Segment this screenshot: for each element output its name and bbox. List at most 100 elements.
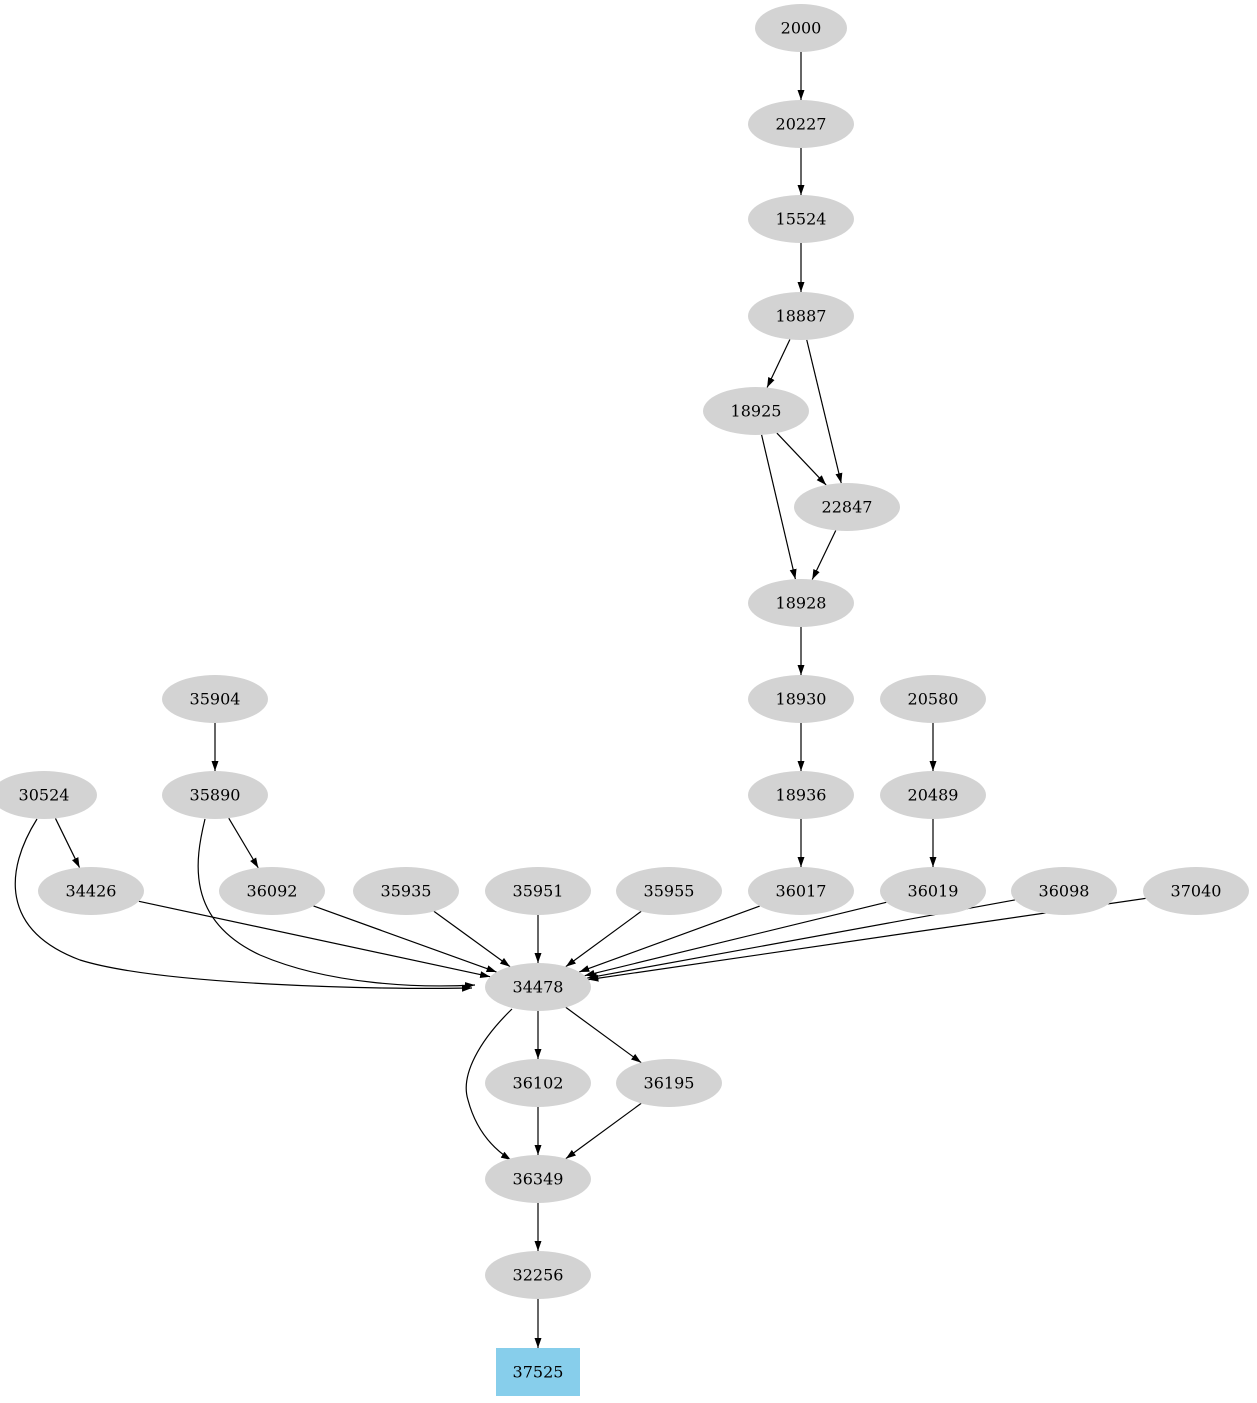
node-label: 20580 bbox=[908, 690, 959, 709]
node-ellipse bbox=[748, 292, 854, 340]
node-label: 20489 bbox=[908, 786, 959, 805]
node-ellipse bbox=[353, 867, 459, 915]
node-ellipse bbox=[880, 771, 986, 819]
node-ellipse bbox=[162, 675, 268, 723]
node-label: 35955 bbox=[644, 882, 695, 901]
node-15524[interactable]: 15524 bbox=[748, 195, 854, 243]
node-label: 18887 bbox=[776, 307, 827, 326]
node-ellipse bbox=[485, 1251, 591, 1299]
node-label: 30524 bbox=[19, 786, 70, 805]
edge-36019-to-34478 bbox=[584, 901, 887, 977]
node-30524[interactable]: 30524 bbox=[0, 771, 97, 819]
node-label: 15524 bbox=[776, 210, 827, 229]
node-label: 37525 bbox=[513, 1363, 564, 1382]
node-20227[interactable]: 20227 bbox=[748, 100, 854, 148]
node-label: 34478 bbox=[513, 978, 564, 997]
node-ellipse bbox=[880, 675, 986, 723]
node-ellipse bbox=[755, 4, 847, 52]
node-label: 35890 bbox=[190, 786, 241, 805]
node-32256[interactable]: 32256 bbox=[485, 1251, 591, 1299]
node-label: 36098 bbox=[1039, 882, 1090, 901]
node-18928[interactable]: 18928 bbox=[748, 579, 854, 627]
node-label: 36102 bbox=[513, 1074, 564, 1093]
node-label: 36195 bbox=[644, 1074, 695, 1093]
node-35951[interactable]: 35951 bbox=[485, 867, 591, 915]
node-35935[interactable]: 35935 bbox=[353, 867, 459, 915]
node-label: 37040 bbox=[1171, 882, 1222, 901]
node-label: 35935 bbox=[381, 882, 432, 901]
node-label: 18930 bbox=[776, 690, 827, 709]
node-36349[interactable]: 36349 bbox=[485, 1155, 591, 1203]
node-label: 34426 bbox=[66, 882, 117, 901]
node-ellipse bbox=[485, 1059, 591, 1107]
node-36195[interactable]: 36195 bbox=[616, 1059, 722, 1107]
edge-36092-to-34478 bbox=[313, 905, 497, 973]
edge-30524-to-34426 bbox=[54, 818, 81, 868]
edge-35890-to-34478 bbox=[197, 818, 476, 990]
edge-22847-to-18928 bbox=[811, 530, 837, 580]
node-ellipse bbox=[703, 387, 809, 435]
node-35890[interactable]: 35890 bbox=[162, 771, 268, 819]
node-36092[interactable]: 36092 bbox=[219, 867, 325, 915]
node-label: 35904 bbox=[190, 690, 241, 709]
node-ellipse bbox=[485, 963, 591, 1011]
node-ellipse bbox=[748, 100, 854, 148]
target-node-box bbox=[496, 1348, 580, 1396]
node-18925[interactable]: 18925 bbox=[703, 387, 809, 435]
node-2000[interactable]: 2000 bbox=[755, 4, 847, 52]
node-label: 36092 bbox=[247, 882, 298, 901]
node-18930[interactable]: 18930 bbox=[748, 675, 854, 723]
node-35904[interactable]: 35904 bbox=[162, 675, 268, 723]
edge-35935-to-34478 bbox=[433, 910, 511, 968]
edge-36017-to-34478 bbox=[579, 905, 760, 973]
node-label: 36019 bbox=[908, 882, 959, 901]
edge-30524-to-34478 bbox=[14, 818, 473, 992]
nodes-layer: 2000 20227 15524 18887 18925 22847 18928 18930 2… bbox=[0, 4, 1249, 1396]
node-label: 32256 bbox=[513, 1266, 564, 1285]
node-ellipse bbox=[1011, 867, 1117, 915]
node-35955[interactable]: 35955 bbox=[616, 867, 722, 915]
edge-35955-to-34478 bbox=[565, 910, 642, 968]
node-ellipse bbox=[1143, 867, 1249, 915]
node-label: 20227 bbox=[776, 115, 827, 134]
edge-18887-to-22847 bbox=[806, 339, 843, 484]
node-ellipse bbox=[219, 867, 325, 915]
node-label: 18928 bbox=[776, 594, 827, 613]
node-ellipse bbox=[162, 771, 268, 819]
node-20489[interactable]: 20489 bbox=[880, 771, 986, 819]
node-label: 22847 bbox=[822, 498, 873, 517]
node-ellipse bbox=[748, 867, 854, 915]
node-ellipse bbox=[616, 867, 722, 915]
node-36102[interactable]: 36102 bbox=[485, 1059, 591, 1107]
edge-18925-to-22847 bbox=[776, 432, 827, 486]
node-ellipse bbox=[880, 867, 986, 915]
node-18887[interactable]: 18887 bbox=[748, 292, 854, 340]
node-label: 36349 bbox=[513, 1170, 564, 1189]
node-ellipse bbox=[794, 483, 900, 531]
node-34478[interactable]: 34478 bbox=[485, 963, 591, 1011]
node-ellipse bbox=[485, 1155, 591, 1203]
node-34426[interactable]: 34426 bbox=[38, 867, 144, 915]
node-36019[interactable]: 36019 bbox=[880, 867, 986, 915]
node-label: 18925 bbox=[731, 402, 782, 421]
node-20580[interactable]: 20580 bbox=[880, 675, 986, 723]
node-label: 35951 bbox=[513, 882, 564, 901]
node-36098[interactable]: 36098 bbox=[1011, 867, 1117, 915]
edge-34478-to-36195 bbox=[565, 1006, 642, 1064]
edge-36195-to-36349 bbox=[565, 1102, 642, 1160]
node-37040[interactable]: 37040 bbox=[1143, 867, 1249, 915]
node-ellipse bbox=[748, 579, 854, 627]
edge-18887-to-18925 bbox=[766, 339, 791, 388]
node-ellipse bbox=[748, 675, 854, 723]
node-ellipse bbox=[748, 195, 854, 243]
node-ellipse bbox=[616, 1059, 722, 1107]
node-18936[interactable]: 18936 bbox=[748, 771, 854, 819]
node-36017[interactable]: 36017 bbox=[748, 867, 854, 915]
node-37525[interactable]: 37525 bbox=[496, 1348, 580, 1396]
node-22847[interactable]: 22847 bbox=[794, 483, 900, 531]
node-label: 18936 bbox=[776, 786, 827, 805]
edge-18925-to-18928 bbox=[761, 434, 797, 580]
node-ellipse bbox=[485, 867, 591, 915]
edge-35890-to-36092 bbox=[228, 817, 259, 869]
